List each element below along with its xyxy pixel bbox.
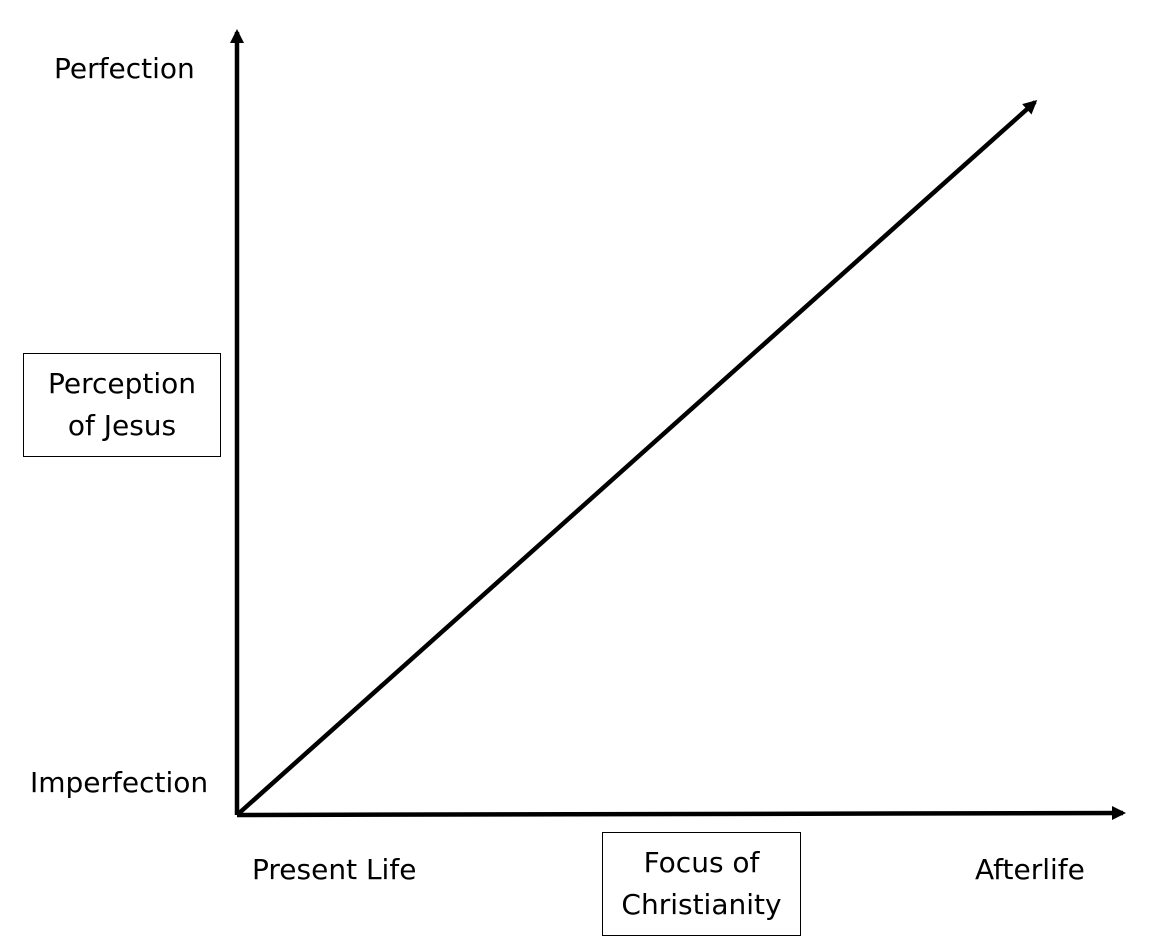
x-axis-arrow	[236, 806, 1126, 821]
y-axis-title-line2: of Jesus	[67, 409, 177, 442]
y-axis-bottom-label: Imperfection	[30, 766, 209, 799]
y-axis-title-box: Perception of Jesus	[23, 353, 221, 457]
x-axis-title-line2: Christianity	[621, 888, 782, 921]
x-axis-title-line1: Focus of	[643, 846, 760, 879]
x-axis-title-box: Focus of Christianity	[602, 832, 801, 936]
y-axis-title-line1: Perception	[47, 367, 197, 400]
y-axis-top-label: Perfection	[54, 52, 195, 85]
x-axis-left-label: Present Life	[252, 853, 417, 886]
trend-arrow	[235, 100, 1038, 817]
x-axis-right-label: Afterlife	[975, 853, 1085, 886]
